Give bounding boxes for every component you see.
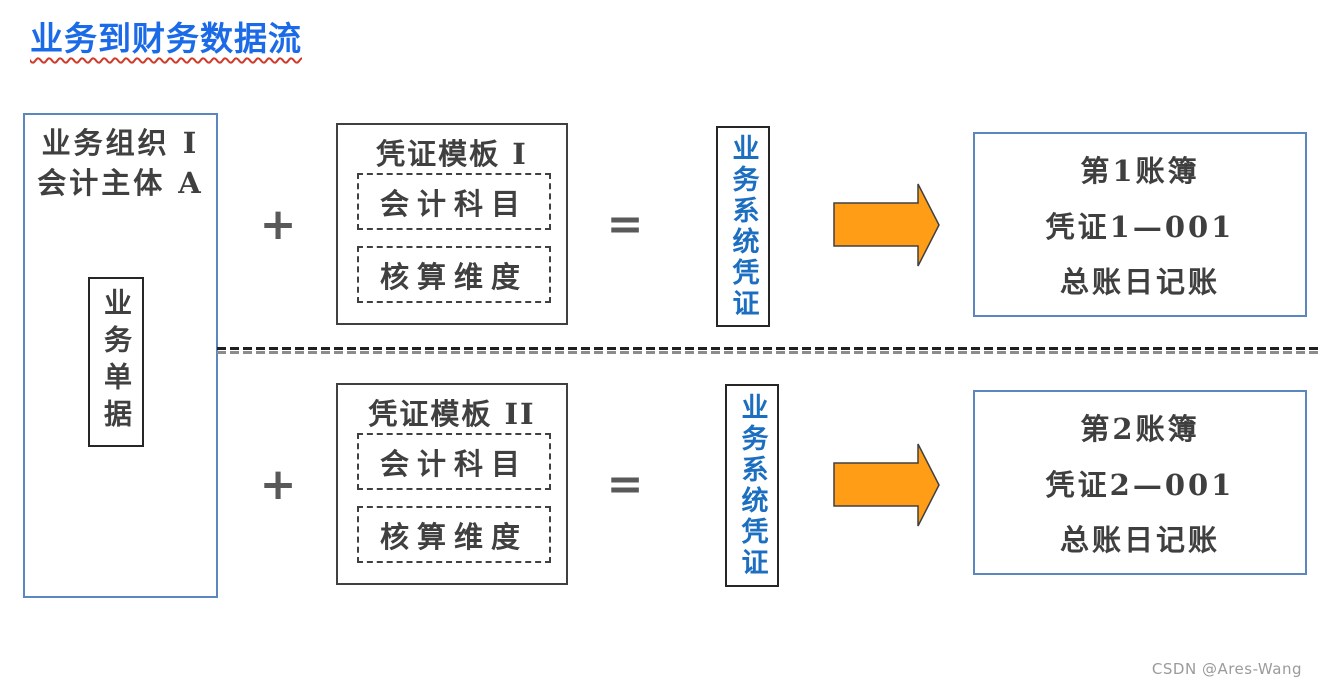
ledger-box-1: 第1账簿 凭证1—001 总账日记账 [973, 132, 1307, 317]
voucher-template-box-1: 凭证模板 I 会计科目 核算维度 [336, 123, 568, 325]
business-system-voucher-label-2: 业务系统凭证 [736, 392, 768, 579]
template-item-account-subject: 会计科目 [357, 433, 551, 490]
business-document-label: 业务单据 [100, 288, 133, 436]
voucher-template-title-1: 凭证模板 I [376, 137, 528, 171]
page-title: 业务到财务数据流 [30, 19, 302, 58]
template-item-accounting-dimension: 核算维度 [357, 246, 551, 303]
business-system-voucher-label-1: 业务系统凭证 [727, 133, 759, 320]
section-divider [217, 347, 1320, 354]
business-system-voucher-box-1: 业务系统凭证 [716, 126, 770, 327]
business-system-voucher-box-2: 业务系统凭证 [725, 384, 779, 587]
org-line2: 会计主体 A [37, 166, 204, 200]
arrow-right-icon [833, 443, 940, 527]
ledger-line: 第2账簿 [1080, 411, 1200, 446]
ledger-line: 总账日记账 [1059, 523, 1220, 558]
org-line1: 业务组织 I [41, 126, 200, 160]
business-document-box: 业务单据 [88, 277, 144, 447]
csdn-watermark: CSDN @Ares-Wang [1151, 660, 1302, 678]
equals-operator-row1: = [606, 199, 644, 250]
ledger-box-2: 第2账簿 凭证2—001 总账日记账 [973, 390, 1307, 575]
ledger-line: 凭证2—001 [1045, 467, 1235, 502]
ledger-line: 凭证1—001 [1045, 209, 1235, 244]
business-org-box: 业务组织 I 会计主体 A 业务单据 [23, 113, 218, 598]
equals-operator-row2: = [606, 459, 644, 510]
ledger-line: 总账日记账 [1059, 265, 1220, 300]
voucher-template-title-2: 凭证模板 II [368, 397, 536, 431]
arrow-right-icon [833, 183, 940, 267]
plus-operator-row1: + [259, 199, 297, 250]
template-item-account-subject: 会计科目 [357, 173, 551, 230]
voucher-template-box-2: 凭证模板 II 会计科目 核算维度 [336, 383, 568, 585]
template-item-accounting-dimension: 核算维度 [357, 506, 551, 563]
ledger-line: 第1账簿 [1080, 153, 1200, 188]
plus-operator-row2: + [259, 459, 297, 510]
